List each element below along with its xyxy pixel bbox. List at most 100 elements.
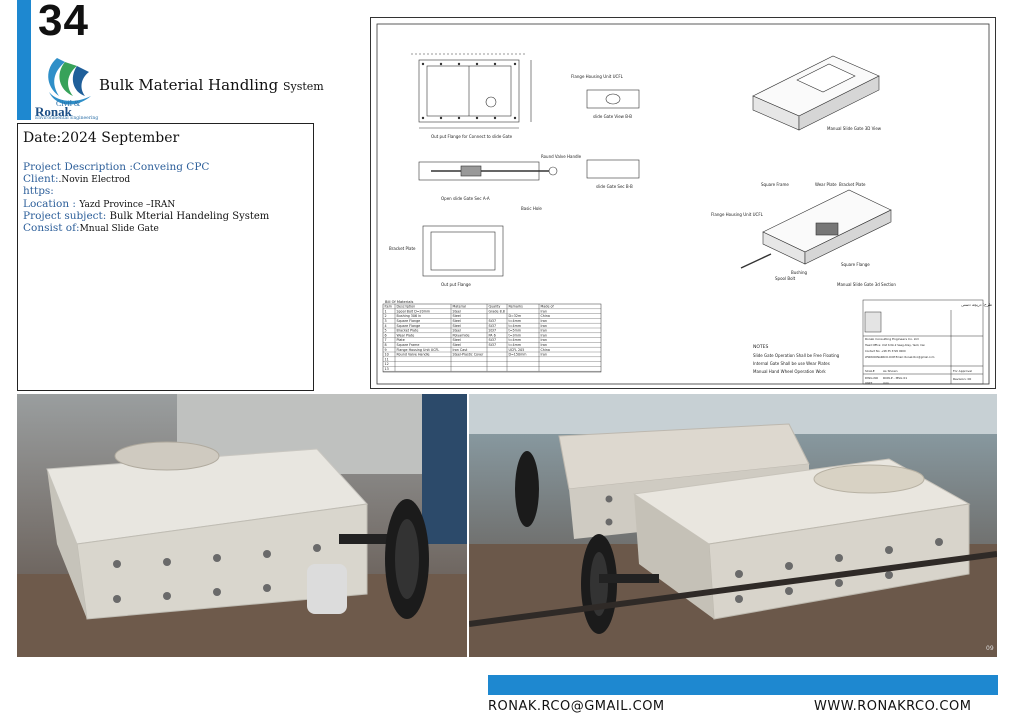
label-spool-bolt: Spool Bolt <box>775 276 796 281</box>
bom-cell: Iran <box>541 343 547 347</box>
notes-title: NOTES <box>753 344 769 350</box>
bom-cell: Steel <box>453 329 461 333</box>
photo-number: 09 <box>986 645 994 652</box>
iso-view-drawing <box>752 55 880 131</box>
bom-cell: Iran <box>541 338 547 342</box>
label-bracket-plate-iso: Bracket Plate <box>839 182 866 187</box>
title-block <box>862 299 984 385</box>
bom-cell: Wear Plate <box>397 333 415 337</box>
bom-header-cell: Description <box>397 305 416 309</box>
bom-cell: t=4mm <box>509 324 522 328</box>
bom-cell: Iran <box>541 353 547 357</box>
bom-cell: Polyamide <box>453 333 470 337</box>
bom-cell: Iran <box>541 329 547 333</box>
title-block-dwg-value: RON-P - MSG 01 <box>883 376 907 380</box>
gate-view-drawing <box>586 89 640 179</box>
logo-ronak-text: Ronak <box>35 104 72 119</box>
page-number: 34 <box>38 0 89 45</box>
label-gate-view: slide Gate View B-B <box>593 114 632 119</box>
label-output-flange: Out put Flange <box>441 282 471 287</box>
title-block-approval: For Approval <box>953 369 972 373</box>
title-block-unit-value: mm <box>883 381 889 385</box>
bom-cell: St37 <box>489 338 497 342</box>
consist-of-label: Consist of: <box>23 221 80 234</box>
label-flange-unit: Flange Housing Unit UCFL <box>571 74 624 79</box>
company-title: Bulk Material Handling System <box>99 76 324 94</box>
label-bracket-plate: Bracket Plate <box>389 246 416 251</box>
project-description-line: Project Description :Conveing CPC <box>23 161 308 174</box>
label-round-handle-a: Round Valve Handle <box>541 154 582 159</box>
bom-cell: UCFL 205 <box>509 348 525 352</box>
label-flange-unit-iso: Flange Housing Unit UCFL <box>711 212 764 217</box>
project-subject-line: Project subject: Bulk Mterial Handeling … <box>23 210 308 223</box>
bom-cell: Iran <box>541 333 547 337</box>
bom-cell: 2 <box>385 314 387 318</box>
bom-cell: t=5mm <box>509 329 522 333</box>
label-basic-hole: Basic Hole <box>521 206 542 211</box>
consist-of-line: Consist of:Mnual Slide Gate <box>23 221 308 236</box>
slide-gate-photo-left <box>17 394 467 657</box>
bom-cell: Steel <box>453 309 461 313</box>
company-title-suffix: System <box>282 80 324 93</box>
note-1: Slide Gate Operation Shall be Free Float… <box>753 353 840 358</box>
bom-cell: 4 <box>385 324 387 328</box>
project-description-label: Project Description : <box>23 161 133 173</box>
bom-cell: t=4mm <box>509 343 522 347</box>
logo-subtitle: Environmental Engineering <box>35 116 99 121</box>
title-block-unit-label: UNIT <box>865 381 872 385</box>
bom-cell: 8 <box>385 343 387 347</box>
label-square-frame: Square Frame <box>761 182 789 187</box>
bom-cell: Bushing 306 in <box>397 314 422 318</box>
notes-block: NOTES Slide Gate Operation Shall be Free… <box>753 344 840 374</box>
slide-gate-photo-right <box>469 394 997 657</box>
bom-cell: 9 <box>385 348 387 352</box>
plan-view-drawing <box>411 53 532 129</box>
note-3: Manual Hand Wheel Operation Work <box>753 369 826 374</box>
label-gate-sec: slide Gate Sec B-B <box>596 184 633 189</box>
label-wear-plate: Wear Plate <box>815 182 837 187</box>
title-block-contact: Contact No: +98 35 3720 0000 <box>865 349 906 353</box>
company-logo-icon <box>48 58 91 105</box>
bom-cell: Plate <box>397 338 405 342</box>
title-block-scale-value: As Shown <box>883 369 898 373</box>
bom-cell: Grade 8.8 <box>489 309 505 313</box>
label-top-plan: Out put Flange for Connect to slide Gate <box>431 134 513 139</box>
bom-cell: Steel <box>453 343 461 347</box>
bom-cell: Flange Housing Unit UCFL <box>397 348 440 352</box>
label-bushing: Bushing <box>791 270 808 275</box>
footer-email-link[interactable]: RONAK.RCO@GMAIL.COM <box>488 699 665 714</box>
plan-view-holes <box>421 62 517 120</box>
title-block-address: Head Office: Unit 6 No.2 Saeg Alley, Yaz… <box>865 343 925 347</box>
label-iso-section: Manual Slide Gate 3d Section <box>837 282 896 287</box>
bom-cell: 7 <box>385 338 387 342</box>
bom-cell: Steel <box>453 324 461 328</box>
bom-cell: D=150mm <box>509 353 527 357</box>
bom-cell: Square Flange <box>397 319 421 323</box>
bom-cell: China <box>541 314 550 318</box>
logo-civil-text: Civil & <box>56 99 81 108</box>
label-square-flange: Square Flange <box>841 262 870 267</box>
bom-cell: D=32m <box>509 314 522 318</box>
bom-cell: t=4mm <box>509 319 522 323</box>
bom-cell: Square Frame <box>397 343 420 347</box>
header-accent-bar <box>17 0 31 120</box>
drawing-canvas: Out put Flange for Connect to slide Gate… <box>376 23 992 385</box>
title-block-persian: طرح: دریچه دستی <box>961 302 992 307</box>
bom-cell: St37 <box>489 319 497 323</box>
project-subject-label: Project subject: <box>23 210 110 222</box>
bom-cell: Spool Bolt D=20mm <box>397 309 431 313</box>
bom-cell: St37 <box>489 329 497 333</box>
bom-cell: 12 <box>385 362 389 366</box>
location-line: Location : Yazd Province –IRAN <box>23 198 308 212</box>
bom-cell: 11 <box>385 357 389 361</box>
footer-website-link[interactable]: WWW.RONAKRCO.COM <box>814 699 972 714</box>
bom-cell: St37 <box>489 324 497 328</box>
project-date: Date:2024 September <box>23 130 180 146</box>
bom-cell: Steel <box>453 314 461 318</box>
location-value: Yazd Province –IRAN <box>79 199 176 210</box>
bom-cell: Square Flange <box>397 324 421 328</box>
company-title-main: Bulk Material Handling <box>99 76 279 94</box>
bom-cell: 13 <box>385 367 389 371</box>
bom-cell: Steel-Plastic Cover <box>453 353 485 357</box>
flange-drawing <box>422 225 504 277</box>
